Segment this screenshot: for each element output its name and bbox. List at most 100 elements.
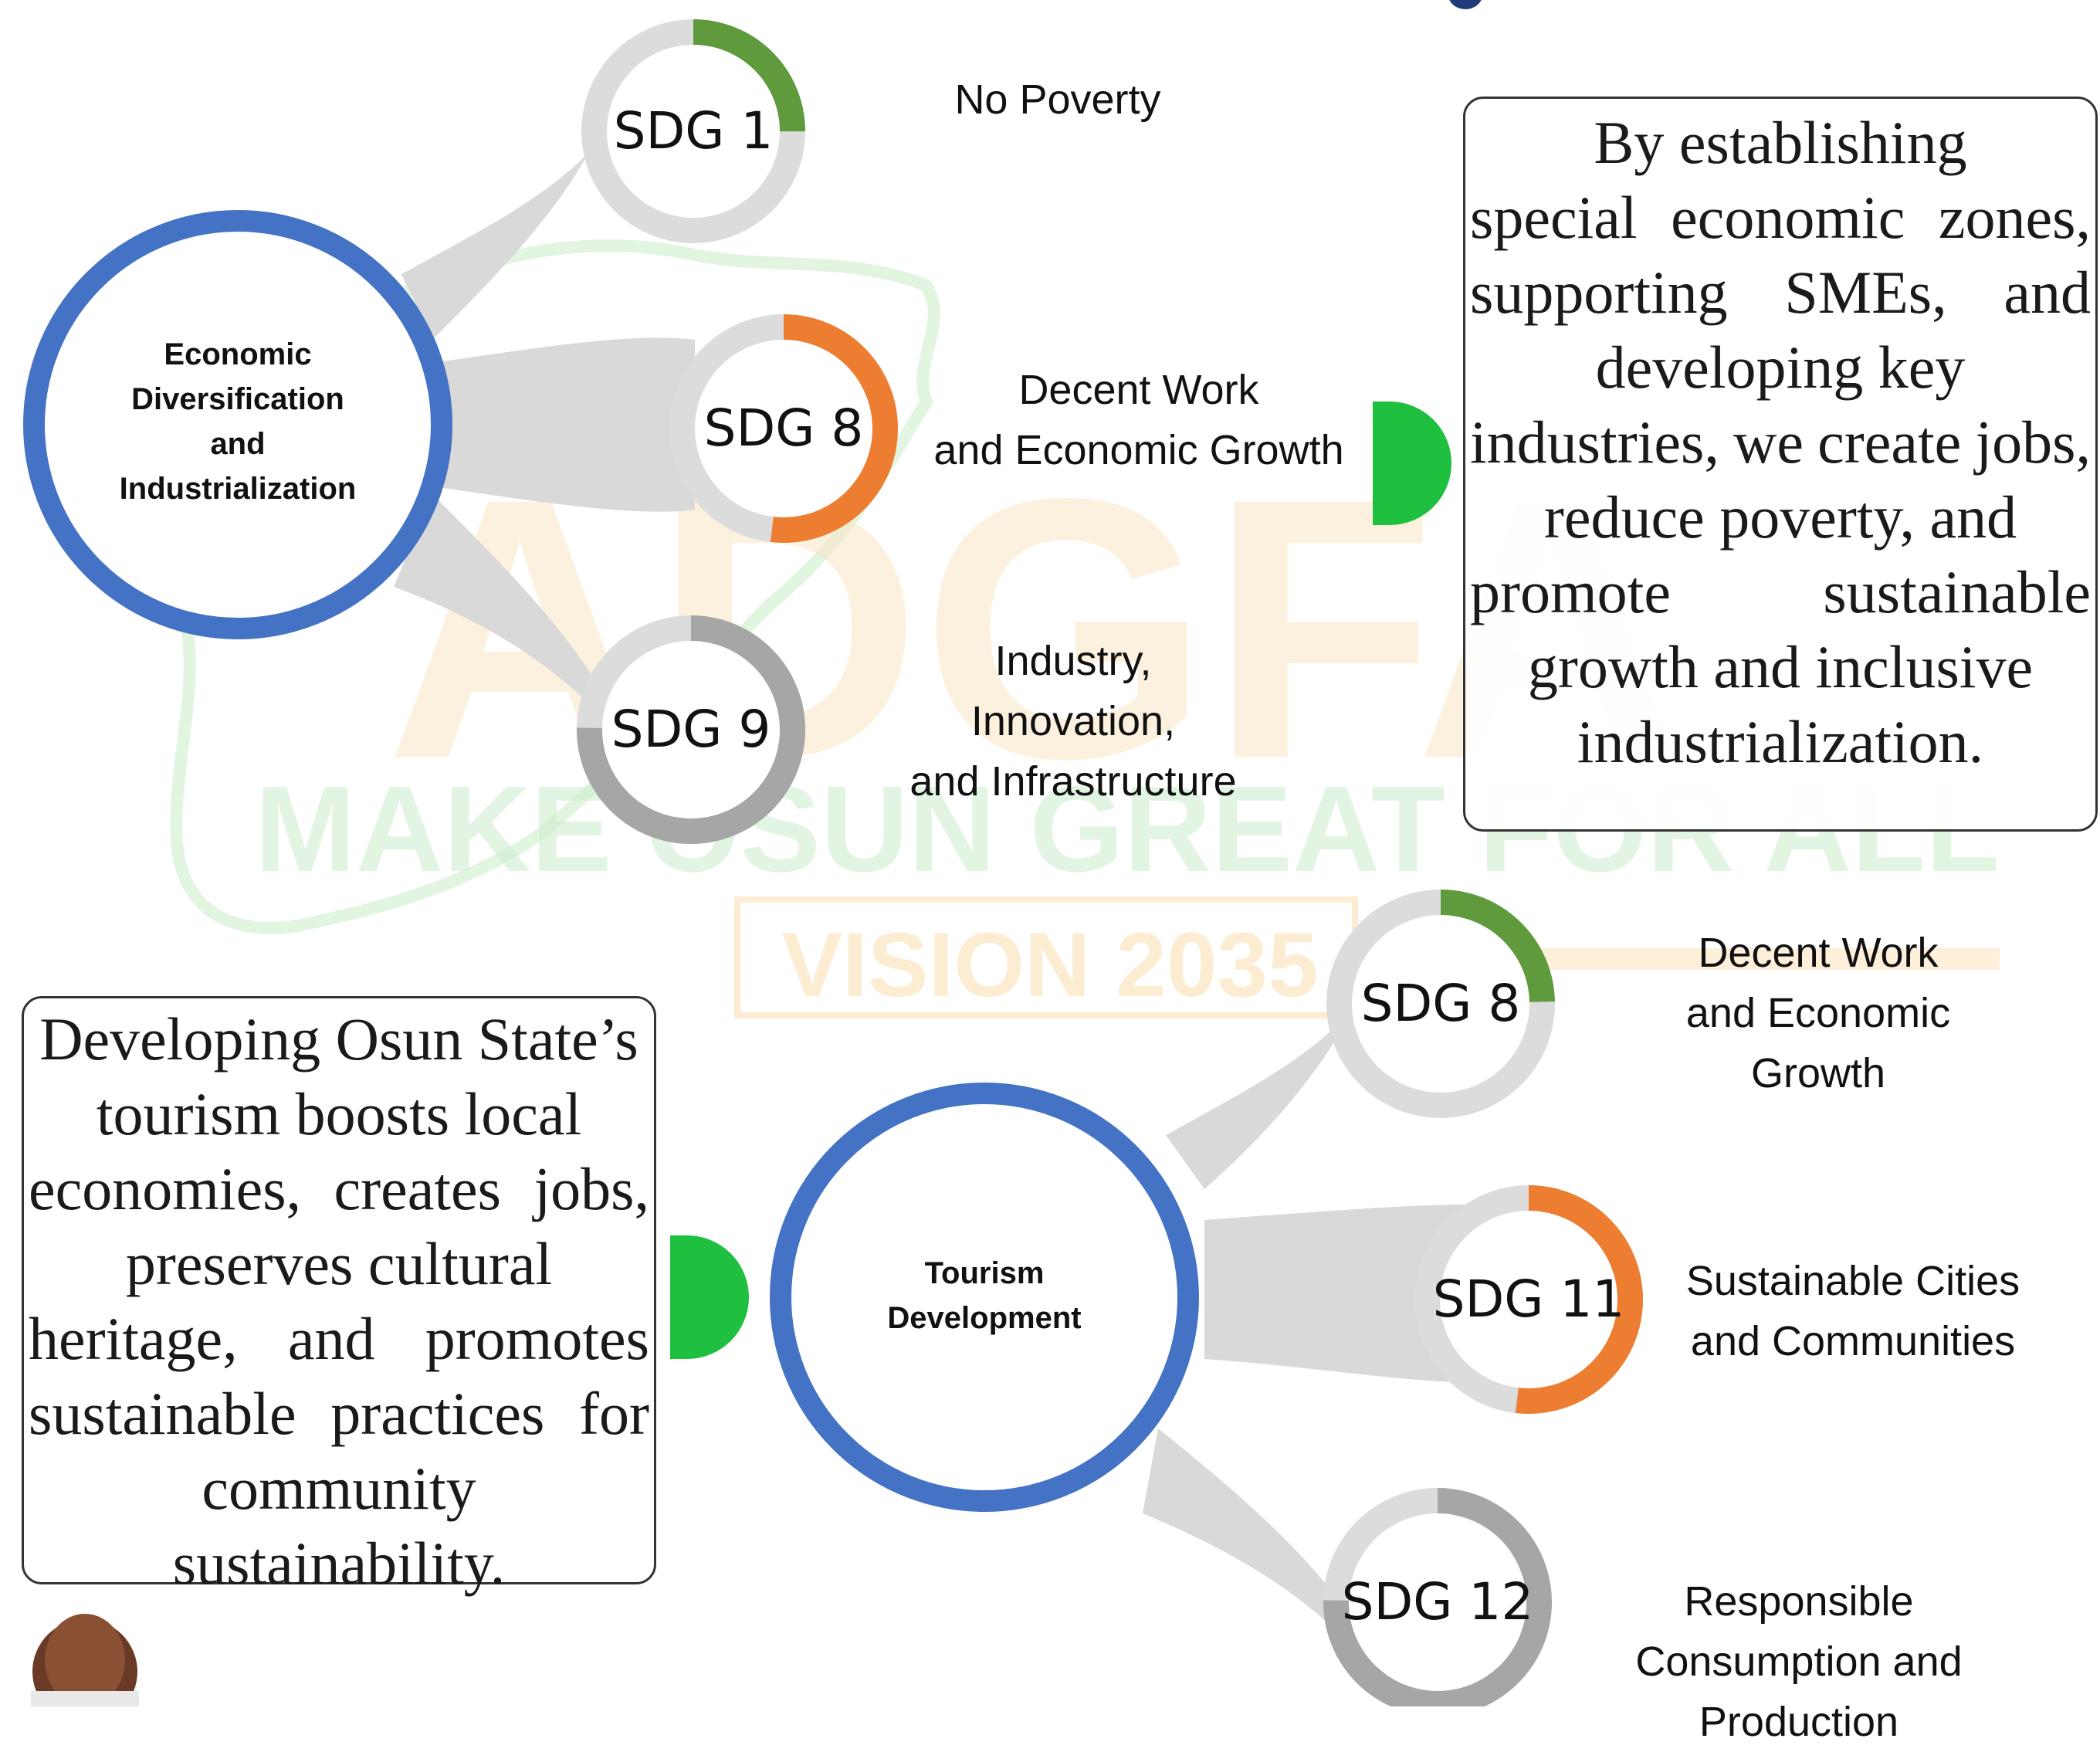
sdg8-desc: Decent Work and Economic Growth xyxy=(911,360,1367,480)
connector-tab-green-2 xyxy=(670,1235,749,1359)
box-line: heritage, and promotes xyxy=(29,1301,649,1376)
hub-line: Development xyxy=(887,1301,1082,1335)
box-line: sustainability. xyxy=(172,1530,506,1597)
desc-line: No Poverty xyxy=(954,76,1161,123)
section2-diagram xyxy=(31,890,1643,1706)
box-word: and xyxy=(287,1305,375,1372)
desc-line: Decent Work xyxy=(1018,367,1259,413)
hub-ring xyxy=(23,210,452,639)
section1-hub xyxy=(23,210,452,639)
desc-line: Decent Work xyxy=(1698,930,1939,976)
box-word: heritage, xyxy=(29,1305,238,1372)
box-line: supporting SMEs, and xyxy=(1470,255,2091,330)
box-line: community xyxy=(202,1455,476,1522)
desc-line: Innovation, xyxy=(970,698,1176,744)
sdg12-desc: Responsible Consumption and Production xyxy=(1610,1571,1988,1752)
box-line: By establishing xyxy=(1594,109,1967,176)
desc-line: and Infrastructure xyxy=(909,758,1237,805)
hub-label-economic: Economic Diversification and Industriali… xyxy=(83,332,392,511)
hub-label-tourism: Tourism Development xyxy=(830,1251,1139,1340)
hub-line: and xyxy=(210,427,266,461)
desc-line: Consumption and xyxy=(1635,1638,1963,1685)
connector-sdg12 xyxy=(1143,1428,1351,1645)
desc-line: Responsible xyxy=(1684,1578,1914,1625)
box-line: developing key xyxy=(1595,334,1966,401)
sdg11-progress-arc xyxy=(1414,1185,1643,1414)
hub-line: Industrialization xyxy=(119,472,357,506)
sdg8-label: SDG 8 xyxy=(703,398,864,458)
sdg8b-node xyxy=(1326,890,1555,1118)
box-line: promote sustainable xyxy=(1470,554,2091,629)
hub-line: Tourism xyxy=(924,1256,1045,1290)
box-word: industries, xyxy=(1470,408,1719,476)
desc-line: Growth xyxy=(1750,1050,1886,1096)
box-line: growth and inclusive xyxy=(1527,633,2034,700)
hub-line: Diversification xyxy=(131,382,344,416)
box-word: we xyxy=(1733,408,1804,476)
economic-summary-box: By establishing special economic zones, su… xyxy=(1463,97,2098,832)
sdg12-label: SDG 12 xyxy=(1341,1572,1534,1632)
box-word: supporting xyxy=(1470,259,1728,326)
box-line: industrialization. xyxy=(1577,708,1984,775)
sdg8b-progress-arc xyxy=(1326,890,1555,1118)
connector-sdg1 xyxy=(401,124,602,340)
box-word: economies, xyxy=(29,1155,302,1222)
box-word: promote xyxy=(1470,558,1671,625)
box-line: special economic zones, xyxy=(1470,180,2091,255)
box-line: reduce poverty, and xyxy=(1543,483,2017,551)
box-word: special xyxy=(1470,184,1638,251)
box-word: for xyxy=(579,1380,649,1447)
box-line: Developing Osun State’s xyxy=(39,1005,638,1073)
section2-connectors xyxy=(1143,996,1467,1645)
connector-sdg8 xyxy=(432,337,695,512)
desc-line: and Economic xyxy=(1685,990,1951,1036)
box-word: sustainable xyxy=(29,1380,296,1447)
sdg8-node xyxy=(669,314,898,543)
sdg12-node xyxy=(1323,1488,1552,1706)
box-line: sustainable practices for xyxy=(29,1376,649,1451)
map-outline-watermark xyxy=(170,239,940,934)
avatar xyxy=(31,1614,139,1706)
sdg9-desc: Industry, Innovation, and Infrastructure xyxy=(880,631,1266,812)
sdg8-progress-arc xyxy=(669,314,898,543)
sdg8b-desc: Decent Work and Economic Growth xyxy=(1652,923,1984,1103)
sdg8b-label: SDG 8 xyxy=(1360,974,1521,1033)
sdg9-label: SDG 9 xyxy=(611,700,771,759)
box-word: zones, xyxy=(1938,184,2091,251)
desc-line: Sustainable Cities xyxy=(1685,1258,2020,1304)
box-word: and xyxy=(2003,259,2091,326)
box-word: jobs, xyxy=(1975,408,2091,476)
connector-tab-green xyxy=(1373,402,1451,525)
box-word: creates xyxy=(334,1155,501,1222)
section1-connectors xyxy=(394,124,695,726)
sdg9-progress-arc xyxy=(577,615,805,844)
box-word: practices xyxy=(330,1380,545,1447)
tourism-summary-box: Developing Osun State’s tourism boosts l… xyxy=(22,996,656,1597)
hub-ring-2 xyxy=(770,1083,1199,1512)
box-word: sustainable xyxy=(1823,558,2091,625)
connector-sdg9 xyxy=(394,494,610,726)
sdg1-desc: No Poverty xyxy=(926,76,1189,124)
box-word: create xyxy=(1817,408,1962,476)
box-line: economies, creates jobs, xyxy=(29,1151,649,1226)
hub-line: Economic xyxy=(164,337,312,371)
box-word: economic xyxy=(1671,184,1905,251)
sdg12-progress-arc xyxy=(1323,1488,1552,1706)
desc-line: Production xyxy=(1699,1699,1899,1745)
sdg1-progress-arc xyxy=(581,19,805,243)
logo-fragment xyxy=(1448,0,1483,9)
section1-diagram xyxy=(23,19,1451,844)
box-line: tourism boosts local xyxy=(96,1080,582,1147)
desc-line: and Communities xyxy=(1690,1318,2016,1364)
connector-sdg8-b xyxy=(1166,996,1359,1189)
box-word: promotes xyxy=(425,1305,649,1372)
sdg-infographic: ADGFA MAKE OSUN GREAT FOR ALL VISION 203… xyxy=(22,0,2098,1745)
watermark-vision: VISION 2035 xyxy=(781,914,1318,1016)
desc-line: and Economic Growth xyxy=(933,427,1344,473)
desc-line: Industry, xyxy=(994,638,1152,684)
box-line: preserves cultural xyxy=(125,1230,553,1297)
box-word: SMEs, xyxy=(1784,259,1947,326)
sdg9-node xyxy=(577,615,805,844)
sdg11-desc: Sustainable Cities and Communities xyxy=(1660,1251,2046,1371)
box-word: jobs, xyxy=(533,1155,649,1222)
